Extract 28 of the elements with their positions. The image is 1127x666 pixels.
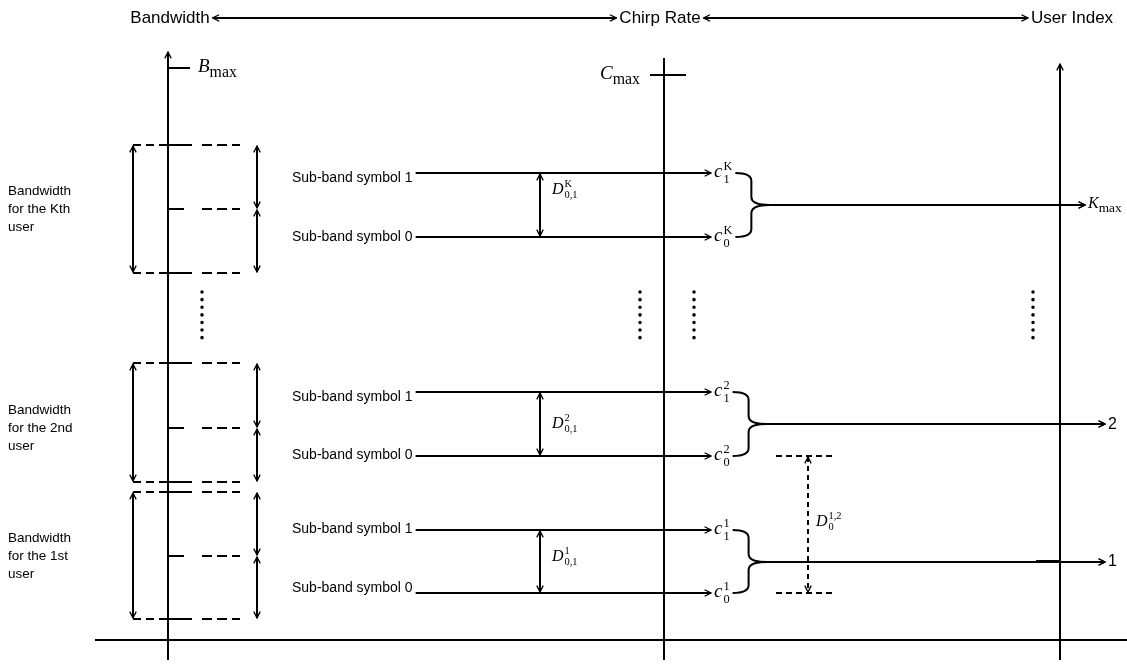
arrow xyxy=(414,169,712,177)
axis-title: Bandwidth xyxy=(130,7,210,29)
user-index-label: K$_{max}$ xyxy=(1088,193,1122,217)
arrow xyxy=(414,526,712,534)
arrow xyxy=(414,452,712,460)
arrow xyxy=(702,14,1029,22)
symbol-label: Sub-band symbol 0 xyxy=(292,578,413,596)
arrow xyxy=(414,589,712,597)
user-index-label: 1 xyxy=(1108,551,1117,571)
bandwidth-label: Bandwidth for the 2nd user xyxy=(8,400,74,456)
arrow xyxy=(414,388,712,396)
user-index-label: 2 xyxy=(1108,414,1117,434)
arrow xyxy=(731,420,1106,457)
axis-max-label: B$_{max}$ xyxy=(198,54,237,82)
axis-max-label: C$_{max}$ xyxy=(600,61,640,89)
symbol-label: Sub-band symbol 1 xyxy=(292,168,413,186)
bandwidth-label: Bandwidth for the 1st user xyxy=(8,528,73,584)
symbol-label: Sub-band symbol 1 xyxy=(292,519,413,537)
bandwidth-label: Bandwidth for the Kth user xyxy=(8,181,73,237)
axis-title: Chirp Rate xyxy=(619,7,701,29)
arrow xyxy=(211,14,618,22)
symbol-label: Sub-band symbol 1 xyxy=(292,387,413,405)
arrow xyxy=(414,233,712,241)
arrow xyxy=(734,201,1086,238)
arrow xyxy=(731,558,1106,594)
symbol-label: Sub-band symbol 0 xyxy=(292,445,413,463)
axis-title: User Index xyxy=(1030,7,1114,29)
symbol-label: Sub-band symbol 0 xyxy=(292,227,413,245)
